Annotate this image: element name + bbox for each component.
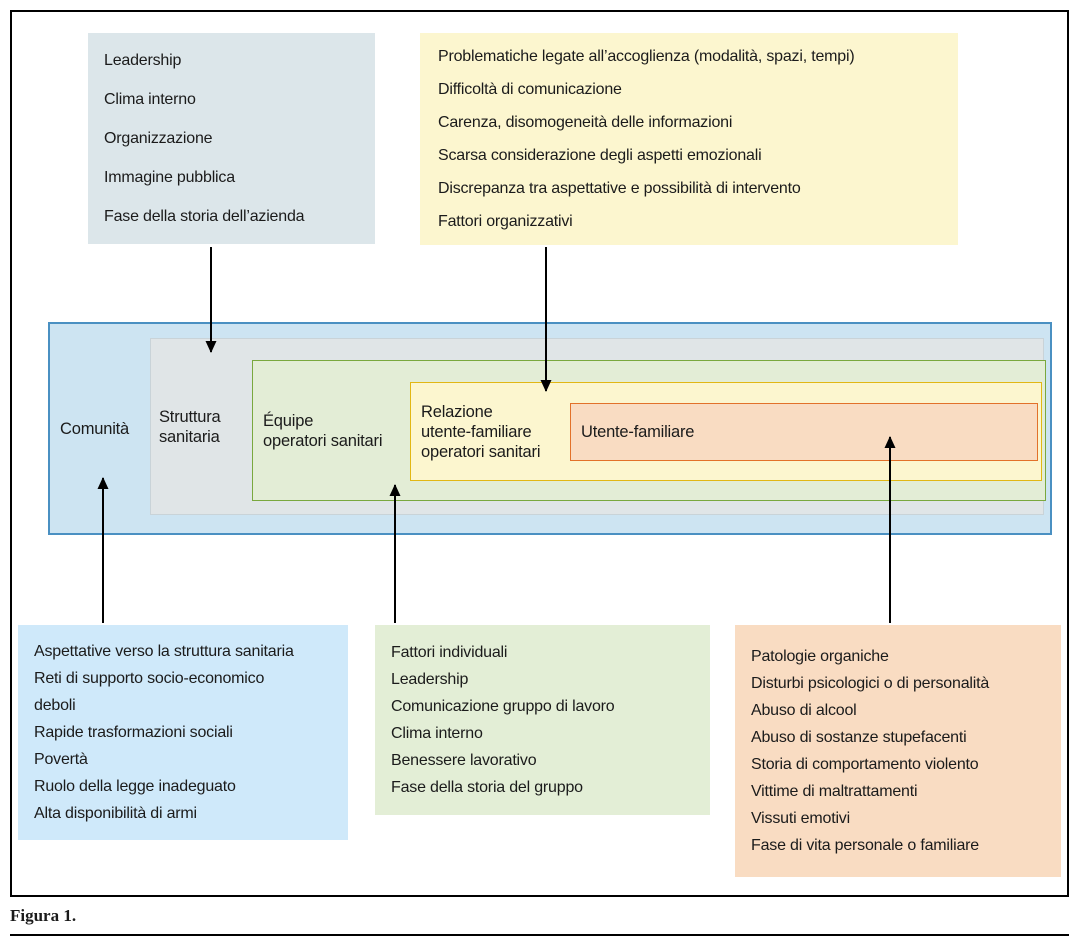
bottom-middle-factors-box: Fattori individuali Leadership Comunicaz… xyxy=(375,625,710,815)
label-line: operatori sanitari xyxy=(263,431,383,450)
factor-item: Ruolo della legge inadeguato xyxy=(34,778,236,795)
factor-item: Vissuti emotivi xyxy=(751,810,850,827)
factor-item: Patologie organiche xyxy=(751,648,889,665)
label-line: sanitaria xyxy=(159,427,220,446)
factor-item: Benessere lavorativo xyxy=(391,752,537,769)
factor-item: Organizzazione xyxy=(104,130,213,147)
factor-item: Fattori organizzativi xyxy=(438,213,573,230)
factor-item: Immagine pubblica xyxy=(104,169,235,186)
label-line: operatori sanitari xyxy=(421,442,541,461)
top-right-factors-box: Problematiche legate all’accoglienza (mo… xyxy=(420,33,958,245)
factor-item: Abuso di sostanze stupefacenti xyxy=(751,729,967,746)
factor-item: Fattori individuali xyxy=(391,644,508,661)
factor-item: Fase di vita personale o familiare xyxy=(751,837,979,854)
bottom-right-factors-box: Patologie organiche Disturbi psicologici… xyxy=(735,625,1061,877)
factor-item: Fase della storia del gruppo xyxy=(391,779,583,796)
factor-item: Clima interno xyxy=(104,91,196,108)
factor-item: Rapide trasformazioni sociali xyxy=(34,724,233,741)
factor-item: Povertà xyxy=(34,751,88,768)
factor-item: Carenza, disomogeneità delle informazion… xyxy=(438,114,733,131)
factor-item: Discrepanza tra aspettative e possibilit… xyxy=(438,180,801,197)
factor-item: Vittime di maltrattamenti xyxy=(751,783,918,800)
label-line: Équipe xyxy=(263,411,314,430)
factor-item: Reti di supporto socio-economico deboli xyxy=(34,670,265,714)
factor-item: Comunicazione gruppo di lavoro xyxy=(391,698,615,715)
factor-item: Leadership xyxy=(104,52,182,69)
bottom-divider xyxy=(10,934,1069,936)
factor-item: Scarsa considerazione degli aspetti emoz… xyxy=(438,147,762,164)
layer-equipe-label: Équipe operatori sanitari xyxy=(263,411,382,451)
label-line: Comunità xyxy=(60,419,130,438)
bottom-left-factors-box: Aspettative verso la struttura sanitaria… xyxy=(18,625,348,840)
factor-item: Alta disponibilità di armi xyxy=(34,805,197,822)
label-line: utente-familiare xyxy=(421,422,532,441)
layer-utente-familiare: Utente-familiare xyxy=(570,403,1038,461)
layer-relazione-label: Relazione utente-familiare operatori san… xyxy=(421,402,540,462)
factor-item: Problematiche legate all’accoglienza (mo… xyxy=(438,48,855,65)
figure-border xyxy=(10,10,1069,897)
factor-item: Disturbi psicologici o di personalità xyxy=(751,675,990,692)
layer-struttura-sanitaria-label: Struttura sanitaria xyxy=(159,407,221,447)
top-left-factors-box: Leadership Clima interno Organizzazione … xyxy=(88,33,375,244)
label-line: Struttura xyxy=(159,407,221,426)
factor-item: Difficoltà di comunicazione xyxy=(438,81,622,98)
figure-caption: Figura 1. xyxy=(10,906,77,925)
factor-item: Storia di comportamento violento xyxy=(751,756,979,773)
label-line: Relazione xyxy=(421,402,493,421)
factor-item: Leadership xyxy=(391,671,469,688)
layer-comunita-label: Comunità xyxy=(60,419,129,439)
layer-utente-familiare-label: Utente-familiare xyxy=(581,422,694,442)
factor-item: Aspettative verso la struttura sanitaria xyxy=(34,643,294,660)
factor-item: Clima interno xyxy=(391,725,483,742)
factor-item: Abuso di alcool xyxy=(751,702,857,719)
factor-item: Fase della storia dell’azienda xyxy=(104,208,305,225)
label-line: Utente-familiare xyxy=(581,423,695,441)
